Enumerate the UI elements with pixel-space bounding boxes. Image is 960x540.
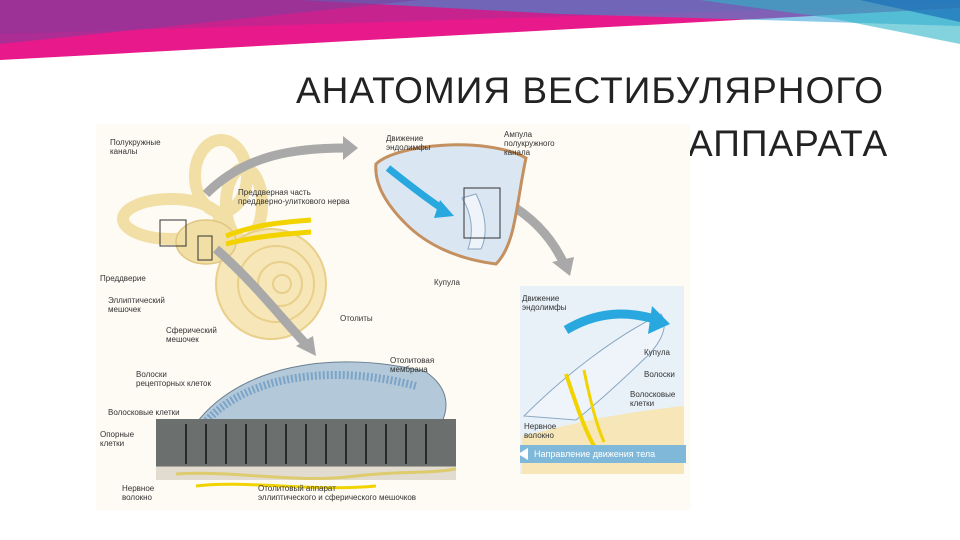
label-semicircular-canals: Полукружные каналы	[110, 138, 161, 156]
label-hairs-right: Волоски	[644, 370, 675, 379]
label-receptor-hairs: Волоски рецепторных клеток	[136, 370, 211, 388]
label-nerve-fiber-right: Нервное волокно	[524, 422, 556, 440]
label-hair-cells-left: Волосковые клетки	[108, 408, 180, 417]
label-otoliths: Отолиты	[340, 314, 373, 323]
label-utricle: Эллиптический мешочек	[108, 296, 165, 314]
arrow-to-ampulla-head	[343, 136, 358, 160]
arrow-to-cupula-head	[552, 257, 574, 276]
label-otolith-membrane: Отолитовая мембрана	[390, 356, 434, 374]
title-line-1: АНАТОМИЯ ВЕСТИБУЛЯРНОГО	[296, 64, 936, 117]
label-saccule: Сферический мешочек	[166, 326, 217, 344]
label-nerve-fibers-left: Нервное волокно	[122, 484, 154, 502]
label-vestibule: Преддверие	[100, 274, 146, 283]
label-endolymph-movement-right: Движение эндолимфы	[522, 294, 566, 312]
label-cupula-right: Купула	[644, 348, 670, 357]
label-cupula-top: Купула	[434, 278, 460, 287]
body-direction-label: Направление движения тела	[534, 449, 655, 459]
ampulla-illustration	[376, 145, 526, 264]
label-otolith-apparatus: Отолитовый аппарат эллиптического и сфер…	[258, 484, 416, 502]
label-vestibular-nerve: Преддверная часть преддверно-улиткового …	[238, 188, 350, 206]
label-canal-ampulla: Ампула полукружного канала	[504, 130, 555, 157]
label-supporting-cells: Опорные клетки	[100, 430, 134, 448]
left-arrow-icon	[516, 446, 532, 462]
label-endolymph-movement-top: Движение эндолимфы	[386, 134, 430, 152]
label-hair-cells-right: Волосковые клетки	[630, 390, 675, 408]
